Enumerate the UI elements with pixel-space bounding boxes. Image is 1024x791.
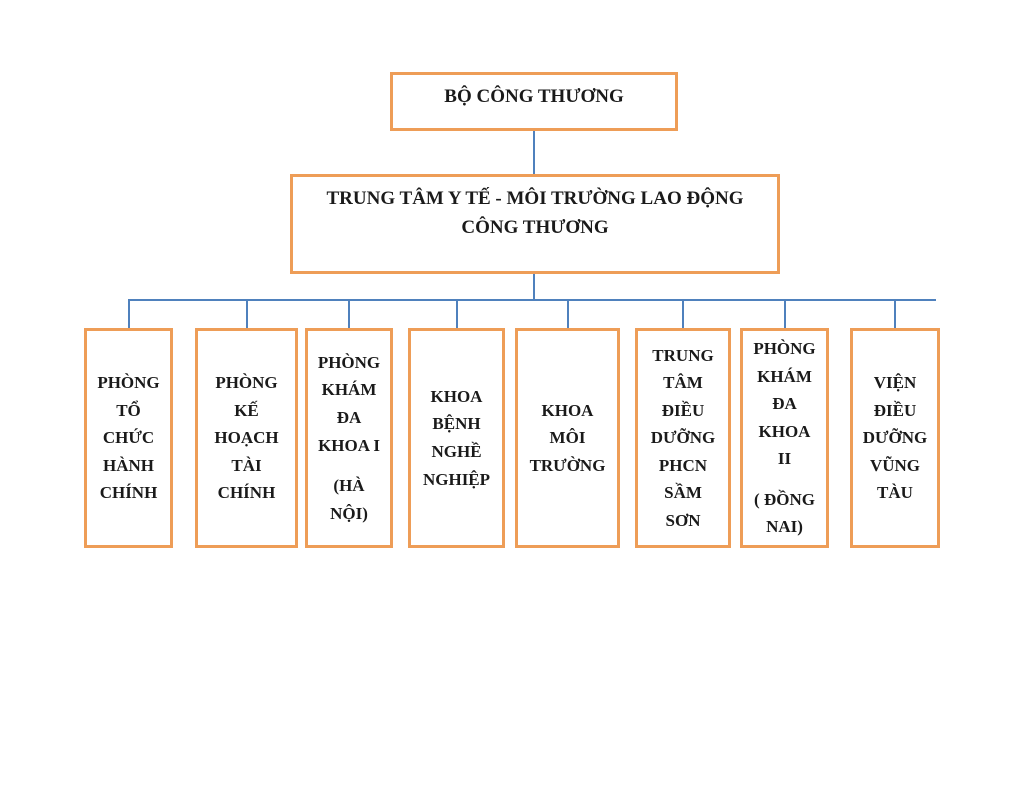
connector-rail	[128, 299, 936, 301]
connector-root-to-center	[533, 131, 535, 174]
connector-drop-6	[682, 300, 684, 328]
org-box-phong-kham-da-khoa-1: PHÒNG KHÁM ĐA KHOA I (HÀ NỘI)	[305, 328, 393, 548]
org-box-center: TRUNG TÂM Y TẾ - MÔI TRƯỜNG LAO ĐỘNG CÔN…	[290, 174, 780, 274]
org-box-phong-ke-hoach-tai-chinh: PHÒNG KẾ HOẠCH TÀI CHÍNH	[195, 328, 298, 548]
connector-center-to-rail	[533, 274, 535, 300]
connector-drop-3	[348, 300, 350, 328]
org-box-label: KHOA BỆNH NGHỀ NGHIỆP	[422, 386, 491, 489]
org-box-trung-tam-dieu-duong-sam-son: TRUNG TÂM ĐIỀU DƯỠNG PHCN SẦM SƠN	[635, 328, 731, 548]
org-box-label: TRUNG TÂM ĐIỀU DƯỠNG PHCN SẦM SƠN	[650, 345, 716, 530]
connector-drop-7	[784, 300, 786, 328]
org-box-ministry: BỘ CÔNG THƯƠNG	[390, 72, 678, 131]
org-box-label: KHOA MÔI TRƯỜNG	[529, 400, 606, 475]
org-box-label: TRUNG TÂM Y TẾ - MÔI TRƯỜNG LAO ĐỘNG CÔN…	[326, 188, 744, 239]
org-box-sublabel: (HÀ NỘI)	[330, 476, 368, 523]
connector-drop-8	[894, 300, 896, 328]
org-box-khoa-moi-truong: KHOA MÔI TRƯỜNG	[515, 328, 620, 548]
org-box-sublabel: ( ĐỒNG NAI)	[754, 489, 815, 537]
org-box-label: PHÒNG TỔ CHỨC HÀNH CHÍNH	[97, 373, 160, 503]
org-box-label: PHÒNG KHÁM ĐA KHOA II	[753, 339, 816, 469]
org-box-label: PHÒNG KHÁM ĐA KHOA I	[317, 352, 381, 455]
org-box-label: BỘ CÔNG THƯƠNG	[444, 86, 624, 107]
org-box-phong-to-chuc-hanh-chinh: PHÒNG TỔ CHỨC HÀNH CHÍNH	[84, 328, 173, 548]
connector-drop-1	[128, 300, 130, 328]
connector-drop-4	[456, 300, 458, 328]
org-box-phong-kham-da-khoa-2: PHÒNG KHÁM ĐA KHOA II ( ĐỒNG NAI)	[740, 328, 829, 548]
org-box-label: PHÒNG KẾ HOẠCH TÀI CHÍNH	[214, 373, 279, 503]
org-box-khoa-benh-nghe-nghiep: KHOA BỆNH NGHỀ NGHIỆP	[408, 328, 505, 548]
connector-drop-2	[246, 300, 248, 328]
connector-drop-5	[567, 300, 569, 328]
org-box-vien-dieu-duong-vung-tau: VIỆN ĐIỀU DƯỠNG VŨNG TÀU	[850, 328, 940, 548]
org-box-label: VIỆN ĐIỀU DƯỠNG VŨNG TÀU	[862, 373, 928, 503]
